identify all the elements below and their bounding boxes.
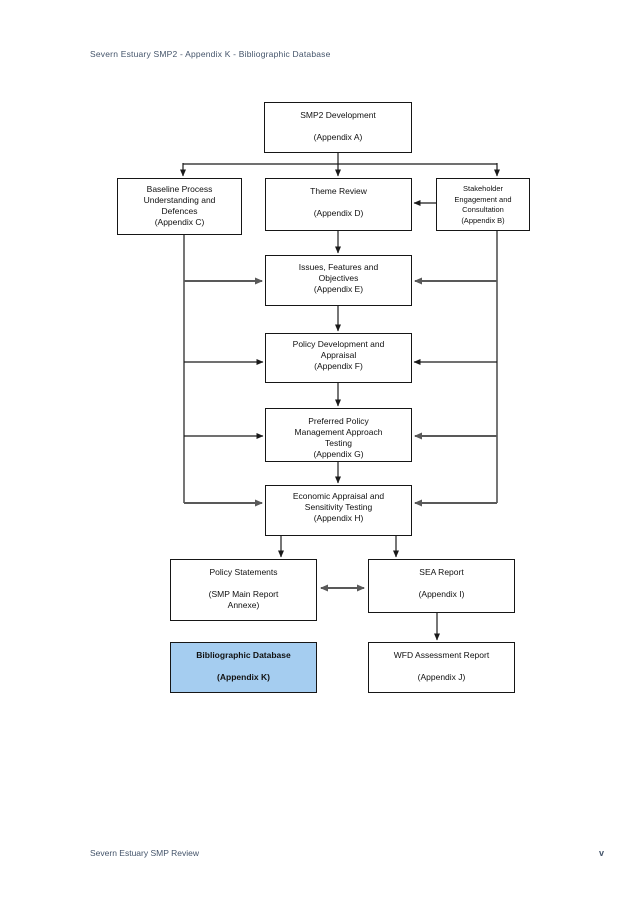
footer-page-number: v — [599, 848, 605, 858]
flow-node-sea-report: SEA Report (Appendix I) — [368, 559, 515, 613]
page-header: Severn Estuary SMP2 - Appendix K - Bibli… — [90, 49, 331, 59]
flow-node-bibliographic-database: Bibliographic Database (Appendix K) — [170, 642, 317, 693]
flow-node-smp2-development: SMP2 Development (Appendix A) — [264, 102, 412, 153]
flow-node-theme-review: Theme Review (Appendix D) — [265, 178, 412, 231]
flow-node-wfd-assessment-report: WFD Assessment Report (Appendix J) — [368, 642, 515, 693]
footer-document-title: Severn Estuary SMP Review — [90, 848, 199, 858]
